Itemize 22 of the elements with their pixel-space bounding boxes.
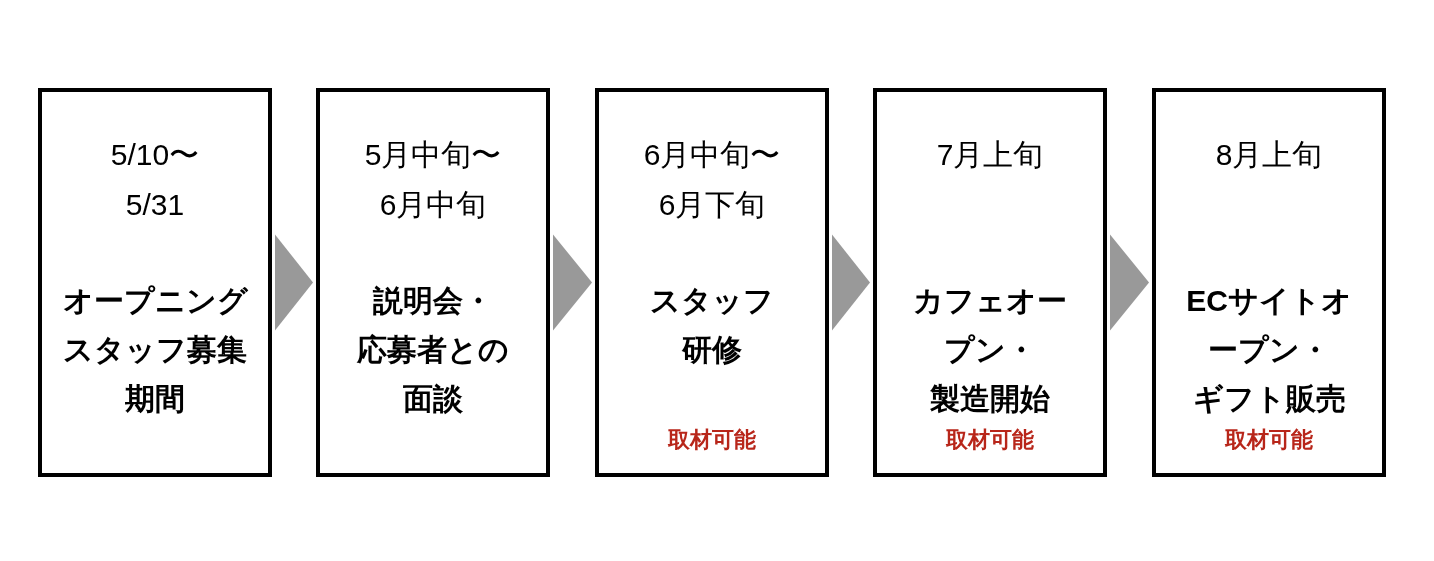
- date-text: 5/10〜5/31: [109, 137, 201, 223]
- step-box: [1152, 88, 1386, 477]
- date-text: 8月上旬: [1214, 137, 1324, 173]
- step-title: スタッフ研修: [649, 283, 775, 368]
- date-text: 5月中旬〜6月中旬: [363, 137, 503, 223]
- note-text: 取材可能: [946, 426, 1034, 454]
- step-box: [873, 88, 1107, 477]
- date-text: 7月上旬: [935, 137, 1045, 173]
- step-box: [38, 88, 272, 477]
- step-box: [316, 88, 550, 477]
- step-title: 説明会・応募者との面談: [356, 283, 510, 417]
- note-text: 取材可能: [668, 426, 756, 454]
- date-text: 6月中旬〜6月下旬: [642, 137, 782, 223]
- chevron-arrow: [1110, 234, 1149, 331]
- chevron-arrow: [832, 234, 870, 331]
- note-text: 取材可能: [1225, 426, 1313, 454]
- step-title: ECサイトオープン・ギフト販売: [1185, 283, 1353, 417]
- step-title: カフェオープン・製造開始: [912, 283, 1068, 417]
- step-box: [595, 88, 829, 477]
- chevron-arrow: [275, 234, 313, 331]
- chevron-arrow: [553, 234, 592, 331]
- step-title: オープニングスタッフ募集期間: [62, 283, 248, 417]
